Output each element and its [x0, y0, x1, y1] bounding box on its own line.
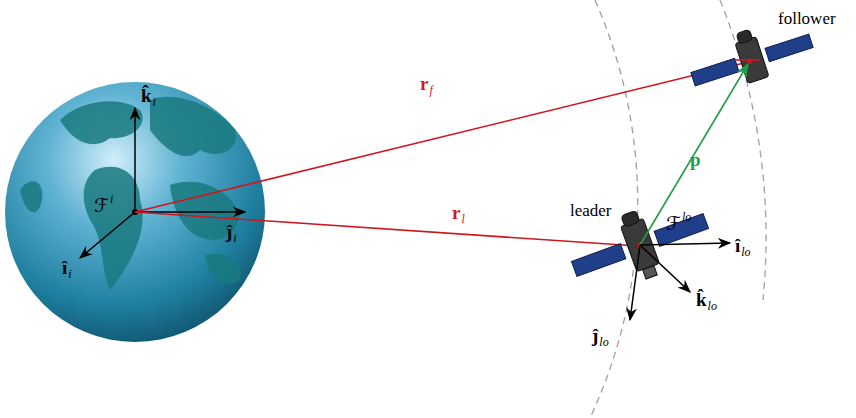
- axis-label: k̂: [141, 86, 152, 105]
- axis-arrow: [630, 245, 640, 320]
- superscript: lo: [682, 211, 691, 223]
- position-vector: [735, 59, 760, 61]
- axis-arrow: [640, 245, 690, 292]
- vector-label: r: [452, 203, 460, 222]
- vector-label: p: [690, 150, 701, 169]
- axis-label: ĵ: [226, 222, 232, 241]
- position-vector: [135, 62, 748, 212]
- axis-arrow: [80, 212, 135, 258]
- subscript: l: [461, 213, 464, 225]
- frame-label: ℱ: [94, 196, 109, 215]
- axis-arrow: [134, 108, 136, 212]
- axis-label: k̂: [696, 290, 707, 309]
- axis-label: î: [62, 258, 67, 277]
- follower-dot: [748, 59, 753, 64]
- subscript: f: [429, 84, 432, 96]
- axis-arrow: [640, 243, 730, 245]
- subscript: lo: [599, 336, 608, 348]
- position-vector: [135, 212, 638, 246]
- subscript: lo: [708, 300, 717, 312]
- subscript: lo: [741, 246, 750, 258]
- axis-label: ĵ: [592, 326, 598, 345]
- axis-label: î: [735, 236, 740, 255]
- superscript: i: [110, 193, 113, 205]
- satellite-name: leader: [570, 202, 612, 219]
- relative-vector: [640, 64, 748, 245]
- subscript: i: [153, 96, 156, 108]
- frame-label: ℱ: [666, 214, 681, 233]
- subscript: i: [233, 232, 236, 244]
- subscript: i: [68, 268, 71, 280]
- vector-label: r: [420, 74, 428, 93]
- satellite-name: follower: [778, 10, 836, 27]
